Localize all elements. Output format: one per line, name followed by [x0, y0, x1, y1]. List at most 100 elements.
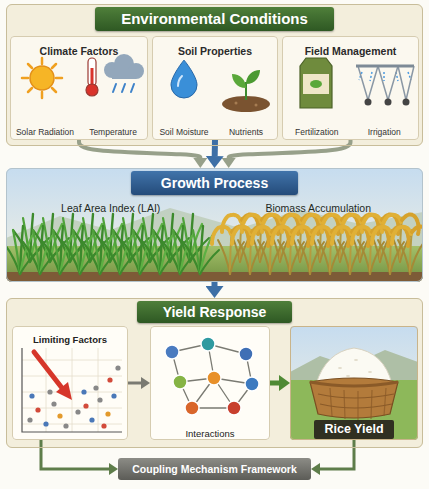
- node-label: Irrigation: [368, 127, 401, 137]
- rice-field-scene: [6, 168, 423, 282]
- text-slot: Soil Moisture: [153, 121, 215, 139]
- scatter-chart: [43, 421, 48, 426]
- water-drop-icon: [171, 60, 197, 98]
- soil-sprout-icon: [255, 104, 258, 107]
- scatter-chart: [27, 417, 32, 422]
- node-label: Temperature: [89, 127, 137, 137]
- soil-sprout-icon: [235, 102, 238, 105]
- node-label: Fertilization: [295, 127, 338, 137]
- text-slot: Climate Factors: [11, 41, 147, 59]
- panel-ground: [152, 36, 278, 140]
- rice-basket-scene: [338, 367, 342, 369]
- rice-basket-scene: [346, 375, 350, 377]
- rice-field-scene: [6, 272, 423, 282]
- scatter-chart: [115, 365, 120, 370]
- panel-ground: [10, 36, 148, 140]
- text-slot: Fertilization: [283, 121, 351, 139]
- node-heading: Climate Factors: [40, 45, 119, 58]
- node-heading: Coupling Mechanism Framework: [118, 458, 311, 480]
- node-heading: Limiting Factors: [33, 334, 107, 346]
- scatter-chart: [47, 389, 52, 394]
- sun-icon: [22, 58, 62, 98]
- panel-ground: [6, 4, 423, 146]
- node-label: Solar Radiation: [16, 127, 74, 137]
- interaction-network: [201, 337, 215, 351]
- scatter-chart: [105, 411, 110, 416]
- irrigation-icon: [403, 99, 410, 106]
- factor-box: Soil PropertiesSoil Moisture Nutrients: [152, 36, 278, 140]
- flow-arrow: [212, 140, 218, 156]
- scatter-chart: [34, 352, 62, 388]
- text-slot: Solar Radiation: [11, 121, 79, 139]
- sun-icon: [22, 58, 62, 98]
- rain-cloud-icon: [113, 84, 134, 92]
- scatter-chart: [97, 397, 102, 402]
- text-slot: Temperature: [79, 121, 147, 139]
- rice-field-scene: [392, 226, 423, 274]
- text-slot: Field Management: [283, 41, 418, 59]
- factor-box: Climate FactorsSolar Radiation Temperatur…: [10, 36, 148, 140]
- text-slot: Environmental Conditions: [7, 7, 422, 31]
- scatter-chart: [22, 348, 122, 432]
- stage-panel: Environmental ConditionsClimate FactorsS…: [6, 4, 423, 146]
- framework-banner: Coupling Mechanism Framework: [118, 458, 311, 480]
- chart-box: Limiting Factors: [12, 326, 128, 440]
- interaction-network: [245, 377, 259, 391]
- text-slot: Coupling Mechanism Framework: [118, 458, 311, 480]
- text-slot: Yield Response: [7, 301, 422, 323]
- scatter-chart: [22, 348, 122, 432]
- node-heading: Yield Response: [137, 301, 293, 323]
- scatter-chart: [111, 393, 116, 398]
- node-heading: Interactions: [185, 428, 234, 440]
- rice-basket-scene: [368, 371, 372, 373]
- panel-ground: [12, 326, 128, 440]
- irrigation-icon: [385, 99, 392, 106]
- fertilizer-bag-icon: [303, 74, 329, 94]
- node-label: Leaf Area Index (LAI): [61, 202, 160, 215]
- flow-arrow: [320, 440, 354, 469]
- scatter-chart: [107, 377, 112, 382]
- text-slot: Soil Properties: [153, 41, 277, 59]
- water-drop-icon: [171, 60, 197, 98]
- rain-cloud-icon: [112, 70, 136, 79]
- scatter-chart: [22, 348, 122, 432]
- flow-arrow: [128, 382, 141, 385]
- scatter-chart: [29, 393, 34, 398]
- water-drop-icon: [178, 76, 182, 86]
- scatter-chart: [83, 403, 88, 408]
- node-label: Biomass Accumulation: [265, 202, 371, 215]
- flow-arrow: [41, 440, 109, 469]
- node-label: Nutrients: [229, 127, 263, 137]
- result-box: Rice Yield: [290, 326, 418, 440]
- rice-basket-scene: [318, 394, 394, 408]
- interaction-network: [165, 345, 179, 359]
- text-slot: Leaf Area Index (LAI): [19, 198, 202, 216]
- flow-arrow: [229, 140, 351, 158]
- stage-panel: Yield ResponseLimiting FactorsInteractio…: [6, 298, 423, 448]
- node-heading: Growth Process: [131, 171, 298, 195]
- irrigation-icon: [356, 66, 414, 106]
- flow-arrow: [212, 282, 218, 286]
- scatter-chart: [93, 385, 98, 390]
- interaction-network: [227, 401, 241, 415]
- interaction-network: [239, 347, 253, 361]
- text-slot: Rice Yield: [291, 419, 417, 439]
- irrigation-icon: [365, 99, 372, 106]
- interaction-network: [172, 344, 252, 408]
- network-box: Interactions: [150, 326, 270, 440]
- text-slot: Limiting Factors: [13, 329, 127, 347]
- thermometer-icon: [86, 84, 98, 96]
- rice-basket-scene: [290, 326, 418, 440]
- panel-ground: [150, 326, 270, 440]
- interaction-network: [165, 337, 259, 415]
- scatter-chart: [56, 382, 72, 400]
- sun-icon: [30, 66, 54, 90]
- scatter-chart: [57, 413, 62, 418]
- text-slot: Irrigation: [351, 121, 419, 139]
- scatter-chart: [35, 407, 40, 412]
- scatter-chart: [101, 423, 106, 428]
- scatter-chart: [81, 389, 86, 394]
- thermometer-icon: [86, 58, 98, 96]
